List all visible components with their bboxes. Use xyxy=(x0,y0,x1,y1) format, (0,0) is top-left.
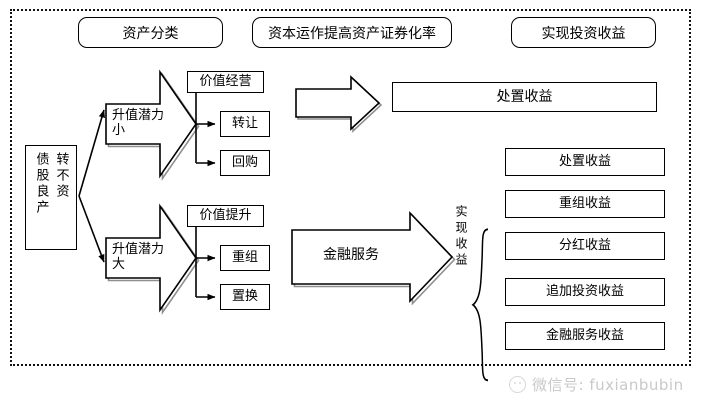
block-arrow-label-financial-service: 金融服务 xyxy=(323,247,379,263)
group-item-label: 转让 xyxy=(231,115,258,131)
outcome-group-vertical-label: 实现收益 xyxy=(454,205,468,269)
outcome-item-additional-investment-gain[interactable]: 追加投资收益 xyxy=(505,278,665,306)
group-item-label: 置换 xyxy=(231,288,258,304)
outcome-item-restructure-gain[interactable]: 重组收益 xyxy=(505,190,665,218)
group-header-value-enhancement[interactable]: 价值提升 xyxy=(187,205,264,227)
outcome-item-label: 处置收益 xyxy=(558,153,611,169)
header-pill-investment-return[interactable]: 实现投资收益 xyxy=(511,17,656,48)
header-pill-label: 实现投资收益 xyxy=(541,25,626,42)
block-arrow-label-potential-large: 升值潜力 大 xyxy=(112,242,165,273)
header-pill-label: 资产分类 xyxy=(122,25,179,42)
dotted-border-frame xyxy=(10,9,691,366)
header-pill-capital-operation[interactable]: 资本运作提高资产证券化率 xyxy=(252,17,452,48)
outcome-item-financial-service-gain[interactable]: 金融服务收益 xyxy=(505,322,665,350)
header-pill-asset-classification[interactable]: 资产分类 xyxy=(78,17,223,48)
group-header-label: 价值经营 xyxy=(199,73,252,89)
outcome-item-disposal-gain[interactable]: 处置收益 xyxy=(505,148,665,176)
block-arrow-label-potential-small: 升值潜力 小 xyxy=(112,108,165,139)
outcome-box-label: 处置收益 xyxy=(496,88,553,105)
outcome-item-label: 重组收益 xyxy=(558,195,611,211)
group-header-label: 价值提升 xyxy=(199,207,252,223)
group-item-label: 重组 xyxy=(231,249,258,265)
watermark-text: 微信号: fuxianbubin xyxy=(532,376,684,394)
group-item-buyback[interactable]: 回购 xyxy=(220,150,270,176)
outcome-item-label: 分红收益 xyxy=(558,237,611,253)
outcome-box-disposal-gain-top[interactable]: 处置收益 xyxy=(392,82,657,112)
source-box-debt-to-equity: 转不资 债股良产 xyxy=(25,145,77,250)
wechat-logo-icon xyxy=(509,376,526,393)
header-pill-label: 资本运作提高资产证券化率 xyxy=(268,25,436,42)
outcome-item-label: 金融服务收益 xyxy=(545,327,624,343)
outcome-item-label: 追加投资收益 xyxy=(545,283,624,299)
source-box-column-right: 转不资 xyxy=(53,152,69,200)
group-item-label: 回购 xyxy=(231,154,258,170)
group-item-swap[interactable]: 置换 xyxy=(220,284,270,310)
group-item-restructure[interactable]: 重组 xyxy=(220,245,270,271)
source-box-column-left: 债股良产 xyxy=(33,152,49,216)
group-item-transfer[interactable]: 转让 xyxy=(220,111,270,137)
outcome-item-dividend-gain[interactable]: 分红收益 xyxy=(505,232,665,260)
group-header-value-operation[interactable]: 价值经营 xyxy=(187,71,264,93)
